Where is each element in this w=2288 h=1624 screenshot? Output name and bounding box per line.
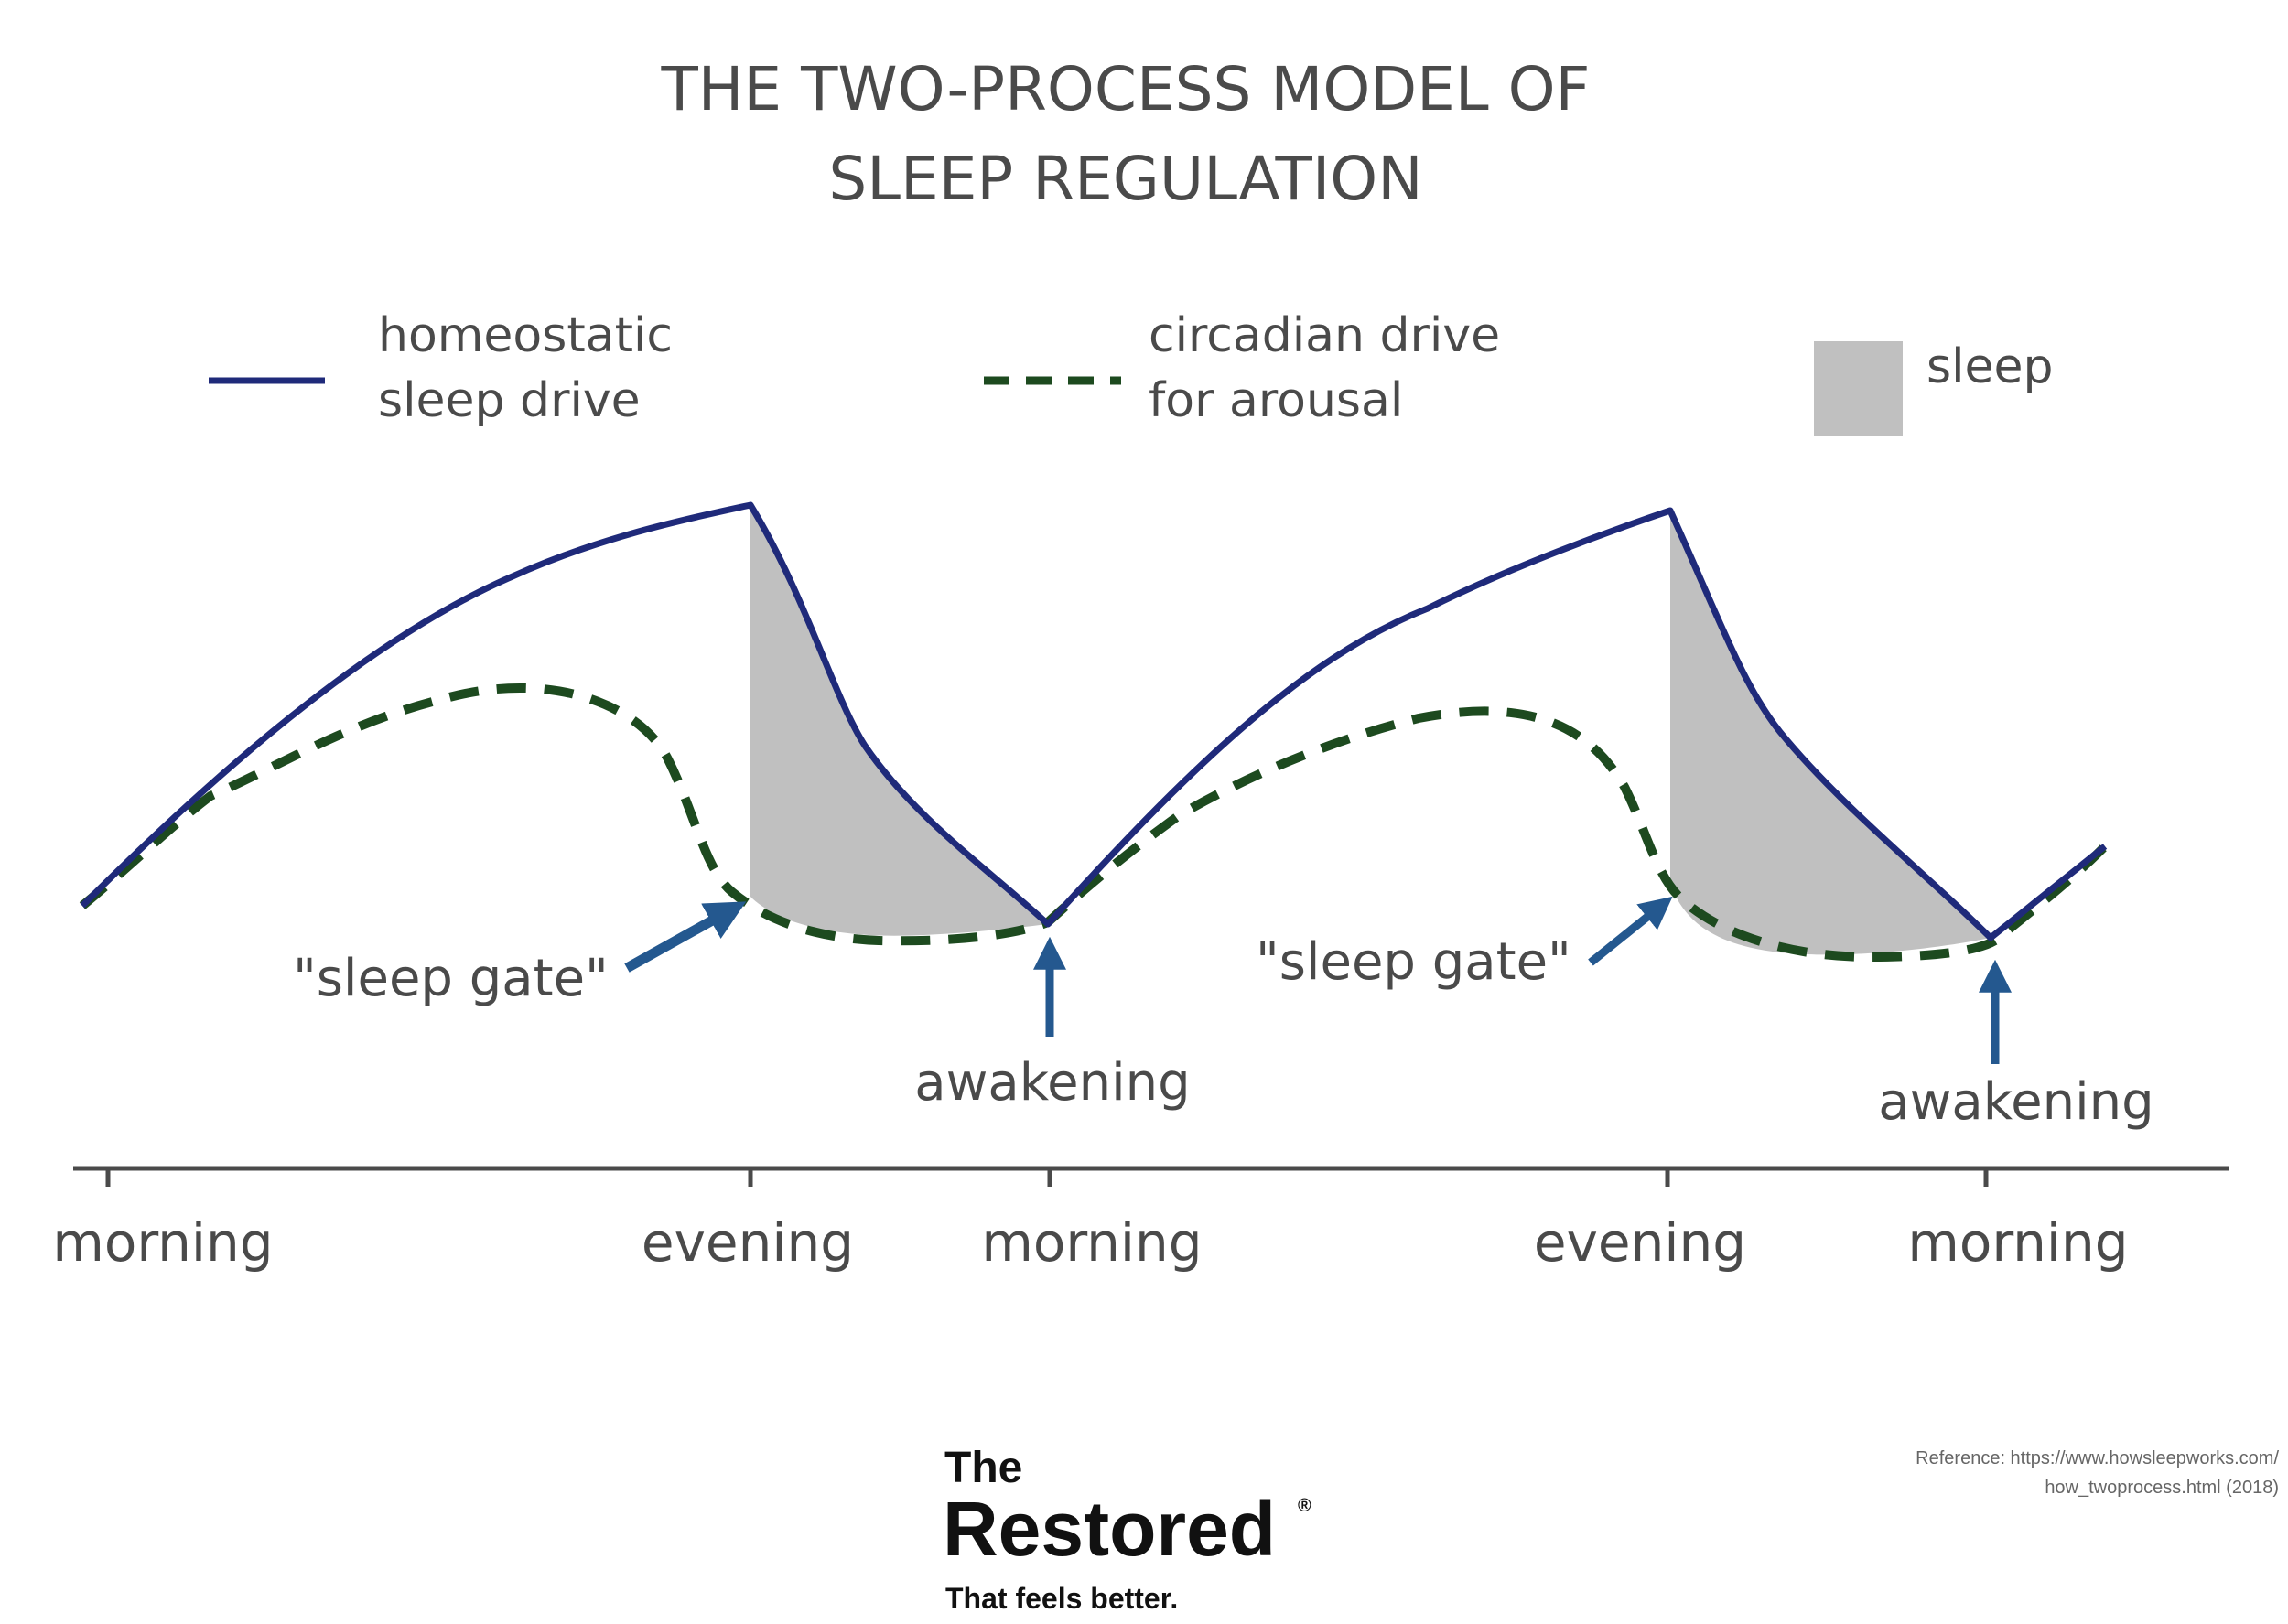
axis-tick-label-4: evening xyxy=(1534,1211,1746,1274)
title-line-2: SLEEP REGULATION xyxy=(828,144,1422,214)
axis-tick-label-3: morning xyxy=(981,1211,1202,1274)
legend-homeostatic-line-2: sleep drive xyxy=(378,373,641,428)
sleep-gate-label-1: "sleep gate" xyxy=(293,949,609,1008)
legend-circadian-line-2: for arousal xyxy=(1149,373,1403,428)
legend: homeostatic sleep drive circadian drive … xyxy=(209,308,2054,436)
sleep-region-2 xyxy=(1670,511,1991,955)
title-line-1: THE TWO-PROCESS MODEL OF xyxy=(660,54,1590,124)
sleep-region-1 xyxy=(750,505,1048,936)
awakening-label-1: awakening xyxy=(914,1053,1190,1113)
brand-tagline: That feels better. xyxy=(945,1582,1178,1615)
axis-tick-label-5: morning xyxy=(1907,1211,2128,1274)
registered-mark-icon: ® xyxy=(1298,1496,1311,1516)
axis-tick-label-2: evening xyxy=(642,1211,854,1274)
sleep-gate-label-2: "sleep gate" xyxy=(1256,932,1571,992)
sleep-legend-swatch xyxy=(1814,341,1903,436)
homeostatic-drive-curve xyxy=(80,501,2108,941)
sleep-gate-arrow-1 xyxy=(624,901,747,973)
brand-line-1: The xyxy=(944,1444,1022,1492)
sleep-gate-arrow-2 xyxy=(1588,896,1673,966)
brand-line-2: Restored xyxy=(943,1486,1276,1572)
axis-tick-label-1: morning xyxy=(52,1211,273,1274)
awakening-label-2: awakening xyxy=(1878,1072,2153,1132)
legend-circadian-line-1: circadian drive xyxy=(1149,308,1500,363)
reference-line-2: how_twoprocess.html (2018) xyxy=(2045,1478,2279,1498)
circadian-drive-curve xyxy=(79,683,2109,963)
legend-sleep: sleep xyxy=(1926,339,2054,394)
reference-line-1: Reference: https://www.howsleepworks.com… xyxy=(1916,1448,2279,1468)
time-axis: morning evening morning evening morning xyxy=(52,1166,2229,1274)
brand-logo: The Restored ® That feels better. xyxy=(943,1444,1311,1615)
legend-homeostatic-line-1: homeostatic xyxy=(378,308,673,363)
